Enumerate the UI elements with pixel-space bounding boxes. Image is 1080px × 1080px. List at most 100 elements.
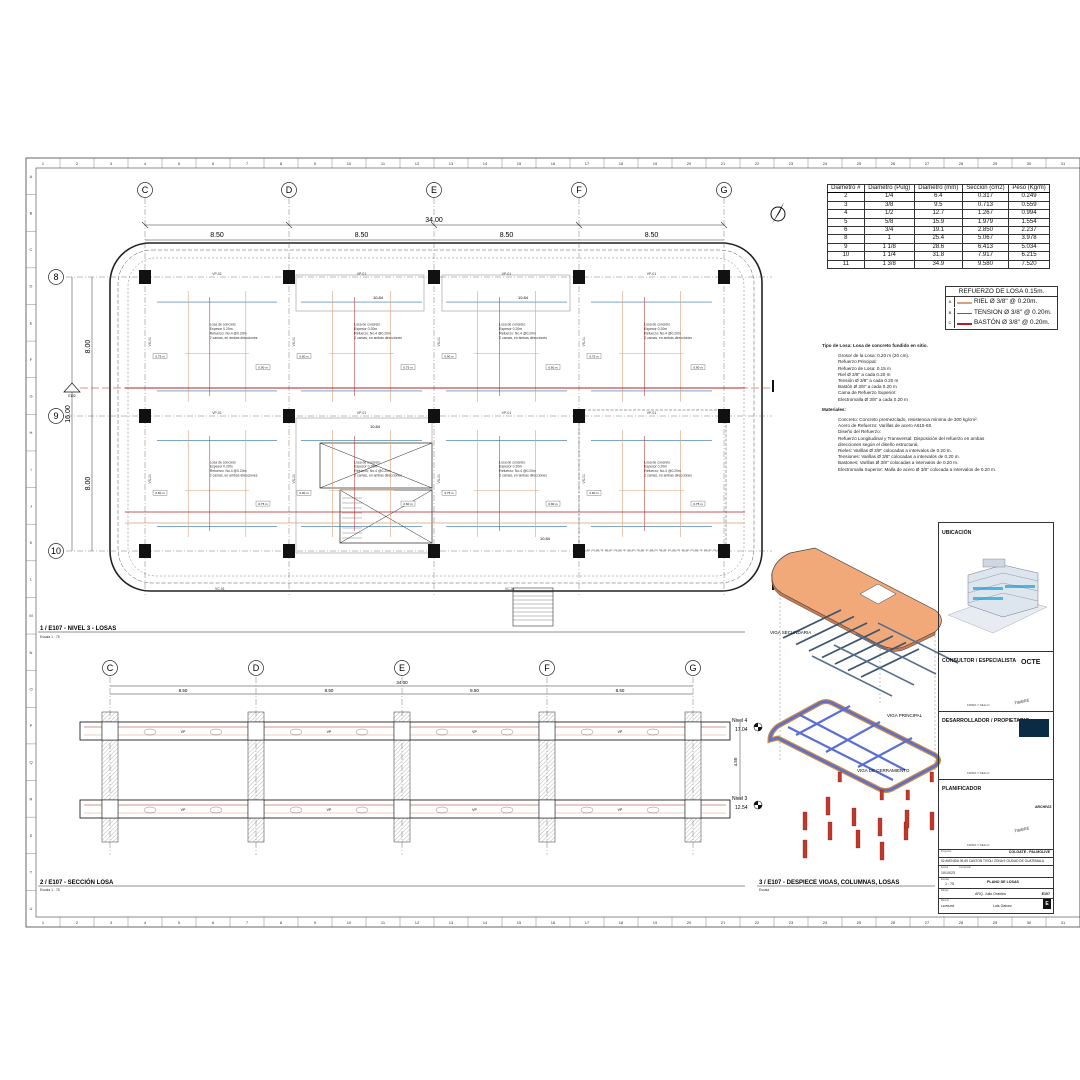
rebar-table-cell: 9: [827, 242, 865, 253]
section-beam-label: VP: [327, 730, 332, 734]
plan-grid-row-label: 10: [51, 546, 61, 556]
rebar-length-label: 0.75 m: [444, 491, 454, 495]
slab-note-text: Losa de concreto: [210, 460, 236, 464]
plan-bay-dim: 8.50: [500, 232, 514, 239]
developer-section: DESARROLLADOR / PROPIETARIO FIRMA Y SELL…: [939, 711, 1053, 780]
secondary-beam: [782, 609, 842, 639]
section-beam-label: VP: [181, 808, 186, 812]
ruler-col-label: 5: [178, 161, 181, 166]
slab-note-text: Refuerzo: No.4 @0.20m: [210, 469, 247, 473]
ruler-col-label: 13: [449, 161, 454, 166]
plan-grid-row-label: 9: [53, 411, 58, 421]
rebar-table-cell: 6: [827, 226, 865, 236]
project-info: Proyecto COLGATE - PALMOLIVE 52 AVENIDA …: [939, 849, 1053, 913]
project-name: COLGATE - PALMOLIVE: [1008, 850, 1050, 854]
rebar-table-cell: 0.713: [961, 200, 1010, 211]
beam-label: VS-01: [292, 474, 296, 484]
ruler-col-label: 4: [144, 161, 147, 166]
rebar-table-cell: 1.554: [1008, 217, 1050, 228]
slab-note-text: 2 camas, en ambas direcciones: [499, 336, 547, 340]
section-bay-dim: 8.50: [470, 688, 479, 693]
axo-column: [905, 789, 910, 801]
area-label: 10.84: [540, 536, 551, 541]
section-marker: E102: [68, 394, 76, 398]
label-perimeter-beam: VIGA DE CERRAMIENTO: [857, 768, 910, 773]
rebar-length-label: 0.90 m: [299, 491, 309, 495]
rebar-table-cell: 2.237: [1008, 226, 1050, 236]
location-section: UBICACIÓN: [939, 523, 1053, 652]
ruler-col-label: 10: [347, 920, 352, 925]
ruler-row-label: K: [30, 540, 33, 545]
developer-logo: [1019, 719, 1049, 737]
column: [428, 409, 440, 423]
slab-note-text: Refuerzo: No.4 @0.20m: [210, 331, 247, 335]
ruler-col-label: 25: [857, 920, 862, 925]
legend-swatch: [957, 302, 972, 304]
beam-label: VP-01: [357, 411, 367, 415]
rebar-table-cell: 19.1: [913, 226, 963, 236]
consultant-stamp: TIMBRE: [1013, 697, 1030, 706]
axo-column: [851, 807, 857, 827]
rebar-table-cell: 12.7: [913, 209, 963, 219]
beam-label: VS-01: [582, 337, 586, 347]
column: [718, 409, 730, 423]
plan-total-row-dim: 16.00: [65, 405, 72, 423]
ruler-row-label: B: [30, 210, 33, 215]
axo-column: [825, 796, 831, 816]
notes-line: Concreto: Concreto premezclado, resisten…: [838, 417, 978, 423]
planner-sign-line: FIRMA Y SELLO: [967, 843, 990, 847]
reviewer: Luis Galvez: [993, 904, 1012, 908]
notes-line: Bastones: Varillas Ø 3/8" colocadas a in…: [838, 460, 959, 466]
ruler-col-label: 30: [1027, 161, 1032, 166]
rebar-table-cell: 1: [863, 234, 915, 244]
rebar-table-cell: 15.9: [913, 217, 963, 228]
axo-column: [879, 789, 884, 801]
ruler-row-label: R: [30, 796, 33, 801]
column: [718, 544, 730, 558]
section-beam-label: VP: [472, 730, 477, 734]
column: [428, 270, 440, 284]
rebar-table-cell: 0.317: [961, 192, 1010, 202]
rebar-length-label: 0.90 m: [693, 365, 703, 369]
ruler-col-label: 2: [76, 161, 79, 166]
slab-note-text: 2 camas, en ambas direcciones: [644, 336, 692, 340]
rebar-table-cell: 10: [827, 251, 865, 261]
ruler-col-label: 23: [789, 920, 794, 925]
notes-line: Refuerzo Principal:: [838, 359, 877, 365]
axo-column: [879, 841, 885, 861]
slab-note-text: Losa de concreto: [354, 323, 380, 327]
ruler-row-label: J: [30, 503, 32, 508]
rebar-table-cell: 5.034: [1008, 242, 1050, 253]
slab-note-text: Refuerzo: No.4 @0.20m: [354, 331, 391, 335]
exploded-title: 3 / E107 - DESPIECE VIGAS, COLUMNAS, LOS…: [759, 880, 899, 886]
section-beam-label: VP: [327, 808, 332, 812]
ruler-col-label: 3: [110, 920, 113, 925]
ruler-row-label: S: [30, 833, 33, 838]
notes-materials-heading: Materiales:: [822, 406, 847, 412]
rebar-length-label: 0.75 m: [155, 354, 165, 358]
beam-label: VP-01: [502, 272, 512, 276]
secondary-beam: [855, 633, 937, 675]
rebar-length-label: 0.75 m: [258, 502, 268, 506]
ruler-col-label: 31: [1061, 161, 1066, 166]
axo-column: [904, 809, 910, 829]
rebar-table-cell: 8: [827, 234, 865, 244]
ruler-col-label: 30: [1027, 920, 1032, 925]
slab-note-text: Refuerzo: No.4 @0.20m: [499, 469, 536, 473]
section-level-elev: 17.04: [735, 727, 748, 733]
section-grid-col-label: C: [107, 663, 114, 673]
slab-note-text: 2 camas, en ambas direcciones: [354, 473, 402, 477]
slab-note-text: 2 camas, en ambas direcciones: [354, 336, 402, 340]
ruler-col-label: 12: [415, 920, 420, 925]
rebar-table-cell: 5: [827, 217, 865, 228]
notes-line: Rieles: Varillas Ø 3/8" colocadas a inte…: [838, 448, 952, 454]
plan-title: 1 / E107 - NIVEL 3 - LOSAS: [40, 626, 116, 632]
planner-stamp: TIMBRE: [1013, 825, 1030, 834]
label-primary-beam: VIGA PRINCIPAL: [887, 713, 923, 718]
ruler-col-label: 23: [789, 161, 794, 166]
section-scale: Escala 1 : 75: [40, 888, 60, 892]
slab-note-text: Espesor 0.20m: [210, 327, 233, 331]
ruler-col-label: 6: [212, 161, 215, 166]
